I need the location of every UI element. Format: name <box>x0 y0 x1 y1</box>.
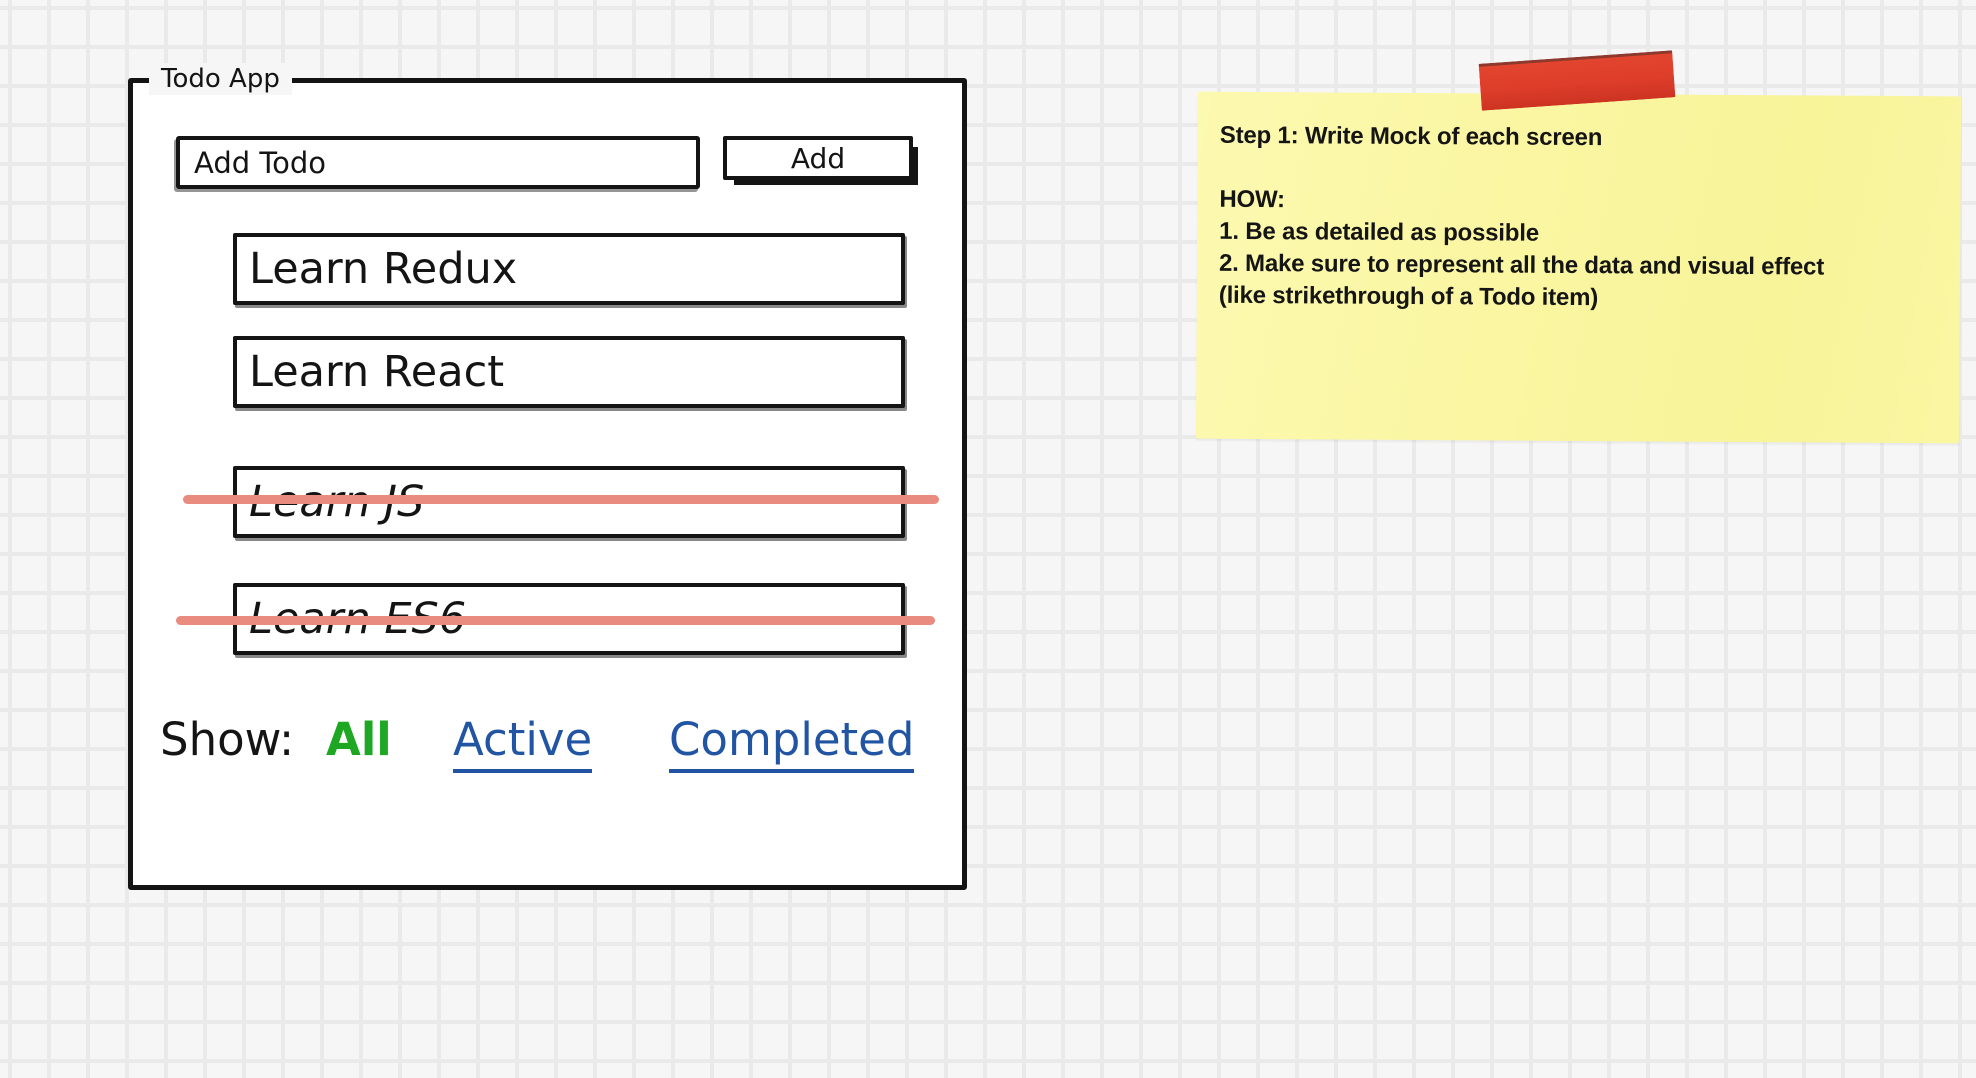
todo-item-label: Learn Redux <box>249 244 518 294</box>
todo-item[interactable]: Learn React <box>233 336 905 408</box>
todo-app-window: Todo App Add Learn Redux Learn React Lea… <box>128 63 967 890</box>
show-label: Show: <box>160 713 295 766</box>
sticky-note-line: Step 1: Write Mock of each screen <box>1219 121 1603 152</box>
filter-bar: Show: All Active Completed <box>133 713 962 783</box>
sticky-note-line: 2. Make sure to represent all the data a… <box>1218 249 1825 281</box>
filter-all[interactable]: All <box>326 713 392 766</box>
todo-item-label: Learn React <box>249 347 505 397</box>
sticky-note-line: HOW: <box>1219 185 1285 214</box>
sticky-note-line: (like strikethrough of a Todo item) <box>1218 281 1599 312</box>
filter-completed[interactable]: Completed <box>669 713 915 773</box>
todo-item[interactable]: Learn Redux <box>233 233 905 305</box>
add-todo-input[interactable] <box>176 136 700 189</box>
window-title: Todo App <box>149 63 292 95</box>
sticky-note: Step 1: Write Mock of each screen HOW: 1… <box>1195 91 1962 444</box>
add-button[interactable]: Add <box>723 136 913 180</box>
strikethrough-line <box>176 616 935 625</box>
sticky-note-line: 1. Be as detailed as possible <box>1219 217 1539 247</box>
strikethrough-line <box>183 495 939 504</box>
filter-active[interactable]: Active <box>453 713 593 773</box>
sticky-note-line <box>1220 152 1941 188</box>
